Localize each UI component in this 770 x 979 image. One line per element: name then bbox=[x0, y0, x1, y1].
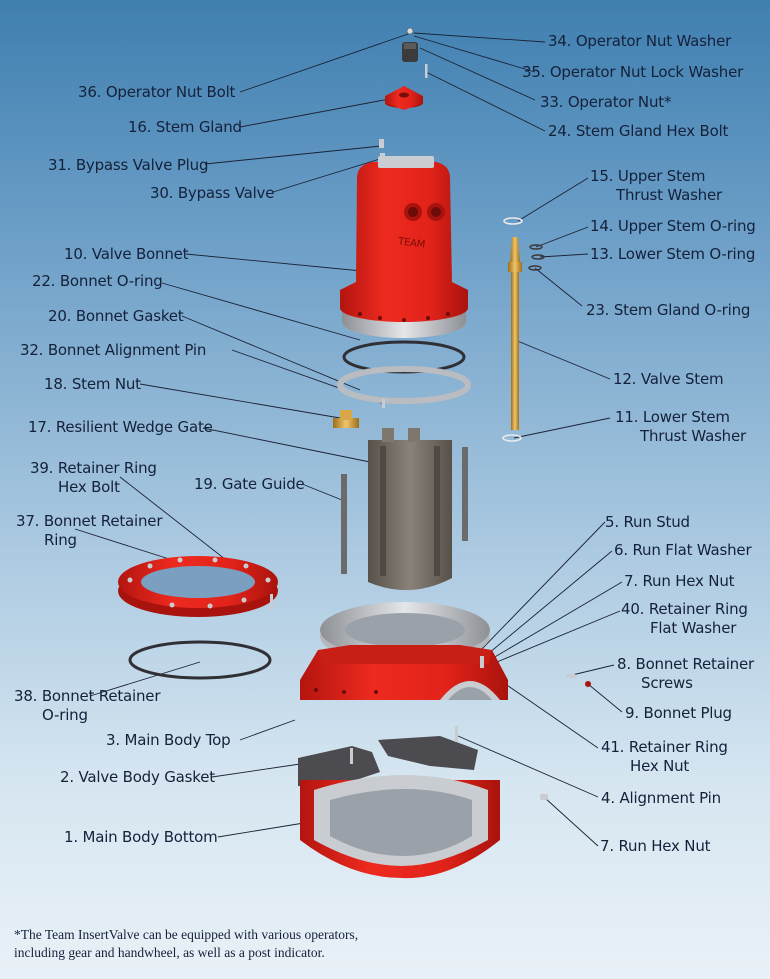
label-run-hex-nut-top: 7. Run Hex Nut bbox=[624, 572, 735, 590]
label-bonnet-alignment-pin: 32. Bonnet Alignment Pin bbox=[20, 341, 207, 359]
bonnet-gasket-shape bbox=[337, 366, 471, 404]
label-bypass-valve-plug: 31. Bypass Valve Plug bbox=[48, 156, 209, 174]
valve-bonnet-shape bbox=[340, 156, 468, 338]
leader-lines bbox=[74, 32, 623, 847]
label-bypass-valve: 30. Bypass Valve bbox=[150, 184, 275, 202]
footnote: *The Team InsertValve can be equipped wi… bbox=[14, 926, 434, 962]
retainer-ring-shape bbox=[118, 556, 278, 617]
label-bonnet-plug: 9. Bonnet Plug bbox=[625, 704, 732, 722]
label-operator-nut-lock-washer: 35. Operator Nut Lock Washer bbox=[522, 63, 744, 81]
label-main-body-top: 3. Main Body Top bbox=[106, 731, 231, 749]
label-valve-bonnet: 10. Valve Bonnet bbox=[64, 245, 189, 263]
label-retainer-ring-flat-washer-1: 40. Retainer Ring bbox=[621, 600, 748, 618]
footnote-line-2: including gear and handwheel, as well as… bbox=[14, 945, 325, 960]
label-stem-nut: 18. Stem Nut bbox=[44, 375, 141, 393]
label-upper-stem-thrust-washer-1: 15. Upper Stem bbox=[590, 167, 706, 185]
label-run-flat-washer: 6. Run Flat Washer bbox=[614, 541, 752, 559]
label-valve-stem: 12. Valve Stem bbox=[613, 370, 724, 388]
label-retainer-ring-hex-nut-2: Hex Nut bbox=[630, 757, 690, 775]
label-operator-nut: 33. Operator Nut* bbox=[540, 93, 672, 111]
label-stem-gland-hex-bolt: 24. Stem Gland Hex Bolt bbox=[548, 122, 729, 140]
label-stem-gland-o-ring: 23. Stem Gland O-ring bbox=[586, 301, 751, 319]
label-resilient-wedge-gate: 17. Resilient Wedge Gate bbox=[28, 418, 213, 436]
label-operator-nut-washer: 34. Operator Nut Washer bbox=[548, 32, 732, 50]
retainer-o-ring-shape bbox=[128, 640, 272, 680]
label-run-hex-nut-bottom: 7. Run Hex Nut bbox=[600, 837, 711, 855]
label-alignment-pin: 4. Alignment Pin bbox=[601, 789, 721, 807]
label-lower-stem-o-ring: 13. Lower Stem O-ring bbox=[590, 245, 756, 263]
valve-body-gasket-shape bbox=[298, 726, 478, 790]
stem-nut-shape bbox=[333, 410, 359, 428]
operator-nut-hardware bbox=[402, 27, 428, 78]
label-retainer-ring-flat-washer-2: Flat Washer bbox=[650, 619, 737, 637]
wedge-gate-shape bbox=[341, 428, 468, 591]
footnote-line-1: *The Team InsertValve can be equipped wi… bbox=[14, 927, 359, 942]
label-gate-guide: 19. Gate Guide bbox=[194, 475, 305, 493]
valve-stem-shape bbox=[502, 217, 545, 442]
label-bonnet-retainer-o-ring-2: O-ring bbox=[42, 706, 88, 724]
label-upper-stem-o-ring: 14. Upper Stem O-ring bbox=[590, 217, 756, 235]
main-body-bottom-shape bbox=[300, 775, 548, 879]
label-retainer-ring-hex-nut-1: 41. Retainer Ring bbox=[601, 738, 728, 756]
label-bonnet-retainer-ring-1: 37. Bonnet Retainer bbox=[16, 512, 163, 530]
label-stem-gland: 16. Stem Gland bbox=[128, 118, 242, 136]
label-bonnet-retainer-screws-1: 8. Bonnet Retainer bbox=[617, 655, 754, 673]
main-body-top-shape bbox=[300, 602, 591, 700]
label-bonnet-retainer-screws-2: Screws bbox=[641, 674, 693, 692]
label-bonnet-o-ring: 22. Bonnet O-ring bbox=[32, 272, 163, 290]
label-retainer-ring-hex-bolt-2: Hex Bolt bbox=[58, 478, 120, 496]
label-bonnet-retainer-o-ring-1: 38. Bonnet Retainer bbox=[14, 687, 161, 705]
label-run-stud: 5. Run Stud bbox=[605, 513, 690, 531]
label-operator-nut-bolt: 36. Operator Nut Bolt bbox=[78, 83, 236, 101]
alignment-pin-shape bbox=[382, 399, 385, 408]
label-lower-stem-thrust-washer-2: Thrust Washer bbox=[640, 427, 746, 445]
label-lower-stem-thrust-washer-1: 11. Lower Stem bbox=[615, 408, 730, 426]
label-valve-body-gasket: 2. Valve Body Gasket bbox=[60, 768, 215, 786]
label-bonnet-gasket: 20. Bonnet Gasket bbox=[48, 307, 184, 325]
label-upper-stem-thrust-washer-2: Thrust Washer bbox=[616, 186, 722, 204]
label-bonnet-retainer-ring-2: Ring bbox=[44, 531, 77, 549]
bonnet-logo-text: TEAM bbox=[397, 236, 426, 251]
label-retainer-ring-hex-bolt-1: 39. Retainer Ring bbox=[30, 459, 157, 477]
stem-gland bbox=[385, 86, 423, 110]
label-main-body-bottom: 1. Main Body Bottom bbox=[64, 828, 218, 846]
